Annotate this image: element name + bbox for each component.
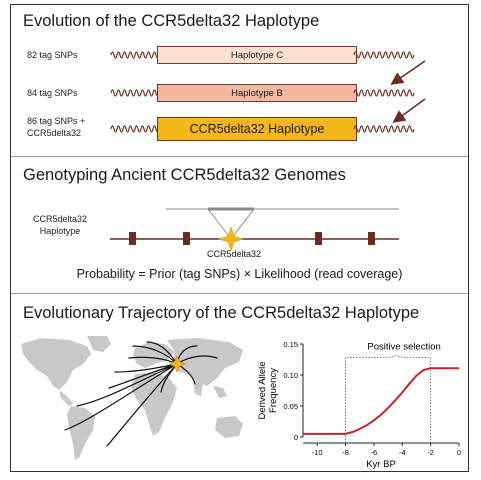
chart-y-tick-label: 0.15 [283,340,298,349]
tag-snp-marker [129,232,136,245]
panel3-title: Evolutionary Trajectory of the CCR5delta… [23,304,420,322]
chart-y-tick-label: 0 [294,433,298,442]
chart-x-tick-label: -2 [427,448,434,457]
haplotype-c-box: Haplotype C [157,46,357,64]
curved-arrow-icon [390,60,426,123]
tag-snp-marker [368,232,375,245]
read-projection-left [207,208,232,240]
chart-x-tick-label: 0 [457,448,461,457]
panel-trajectory: Evolutionary Trajectory of the CCR5delta… [11,294,468,472]
divider-1 [11,156,468,157]
chart-x-tick-label: -6 [371,448,378,457]
chart-x-tick-label: -8 [342,448,349,457]
chart-x-tick-label: -10 [312,448,323,457]
chart-xlabel: Kyr BP [366,459,396,470]
divider-2 [11,293,468,294]
chart-y-tick-label: 0.05 [283,402,298,411]
chart-annotation: Positive selection [367,342,440,353]
star-variant-icon [218,226,244,252]
frequency-curve [303,367,459,435]
squiggle-chromosome-icon [353,125,415,133]
row2-snp-label: 84 tag SNPs [27,88,78,98]
ccr5delta32-haplotype-box: CCR5delta32 Haplotype [157,117,357,141]
panel-genotyping: Genotyping Ancient CCR5delta32 Genomes C… [11,157,468,292]
squiggle-chromosome-icon [353,51,415,59]
figure-frame: Evolution of the CCR5delta32 Haplotype 8… [10,4,469,472]
read-alignment-diagram [110,207,399,252]
chart-y-tick-label: 0.10 [283,371,298,380]
chart-ylabel: Derived AlleleFrequency [257,361,279,419]
allele-frequency-chart: Derived AlleleFrequency Kyr BP Positive … [257,340,461,470]
panel2-title: Genotyping Ancient CCR5delta32 Genomes [23,166,346,184]
squiggle-chromosome-icon [353,89,415,97]
variant-label: CCR5delta32 [207,249,262,259]
tag-snp-marker [315,232,322,245]
selection-window [345,355,432,443]
read-projection-right [230,208,255,240]
world-map-icon [21,336,243,460]
panel1-title: Evolution of the CCR5delta32 Haplotype [23,12,320,30]
haplotype-b-box: Haplotype B [157,84,357,102]
row1-snp-label: 82 tag SNPs [27,50,78,60]
panel-haplotype-evolution: Evolution of the CCR5delta32 Haplotype 8… [11,5,468,155]
ccr5-haplotype-label: CCR5delta32 Haplotype [33,214,88,236]
star-variant-icon [168,355,186,373]
tag-snp-marker [183,232,190,245]
probability-formula: Probability = Prior (tag SNPs) × Likelih… [76,267,403,281]
row3-snp-label: 86 tag SNPs + CCR5delta32 [27,116,86,138]
chart-x-tick-label: -4 [399,448,406,457]
